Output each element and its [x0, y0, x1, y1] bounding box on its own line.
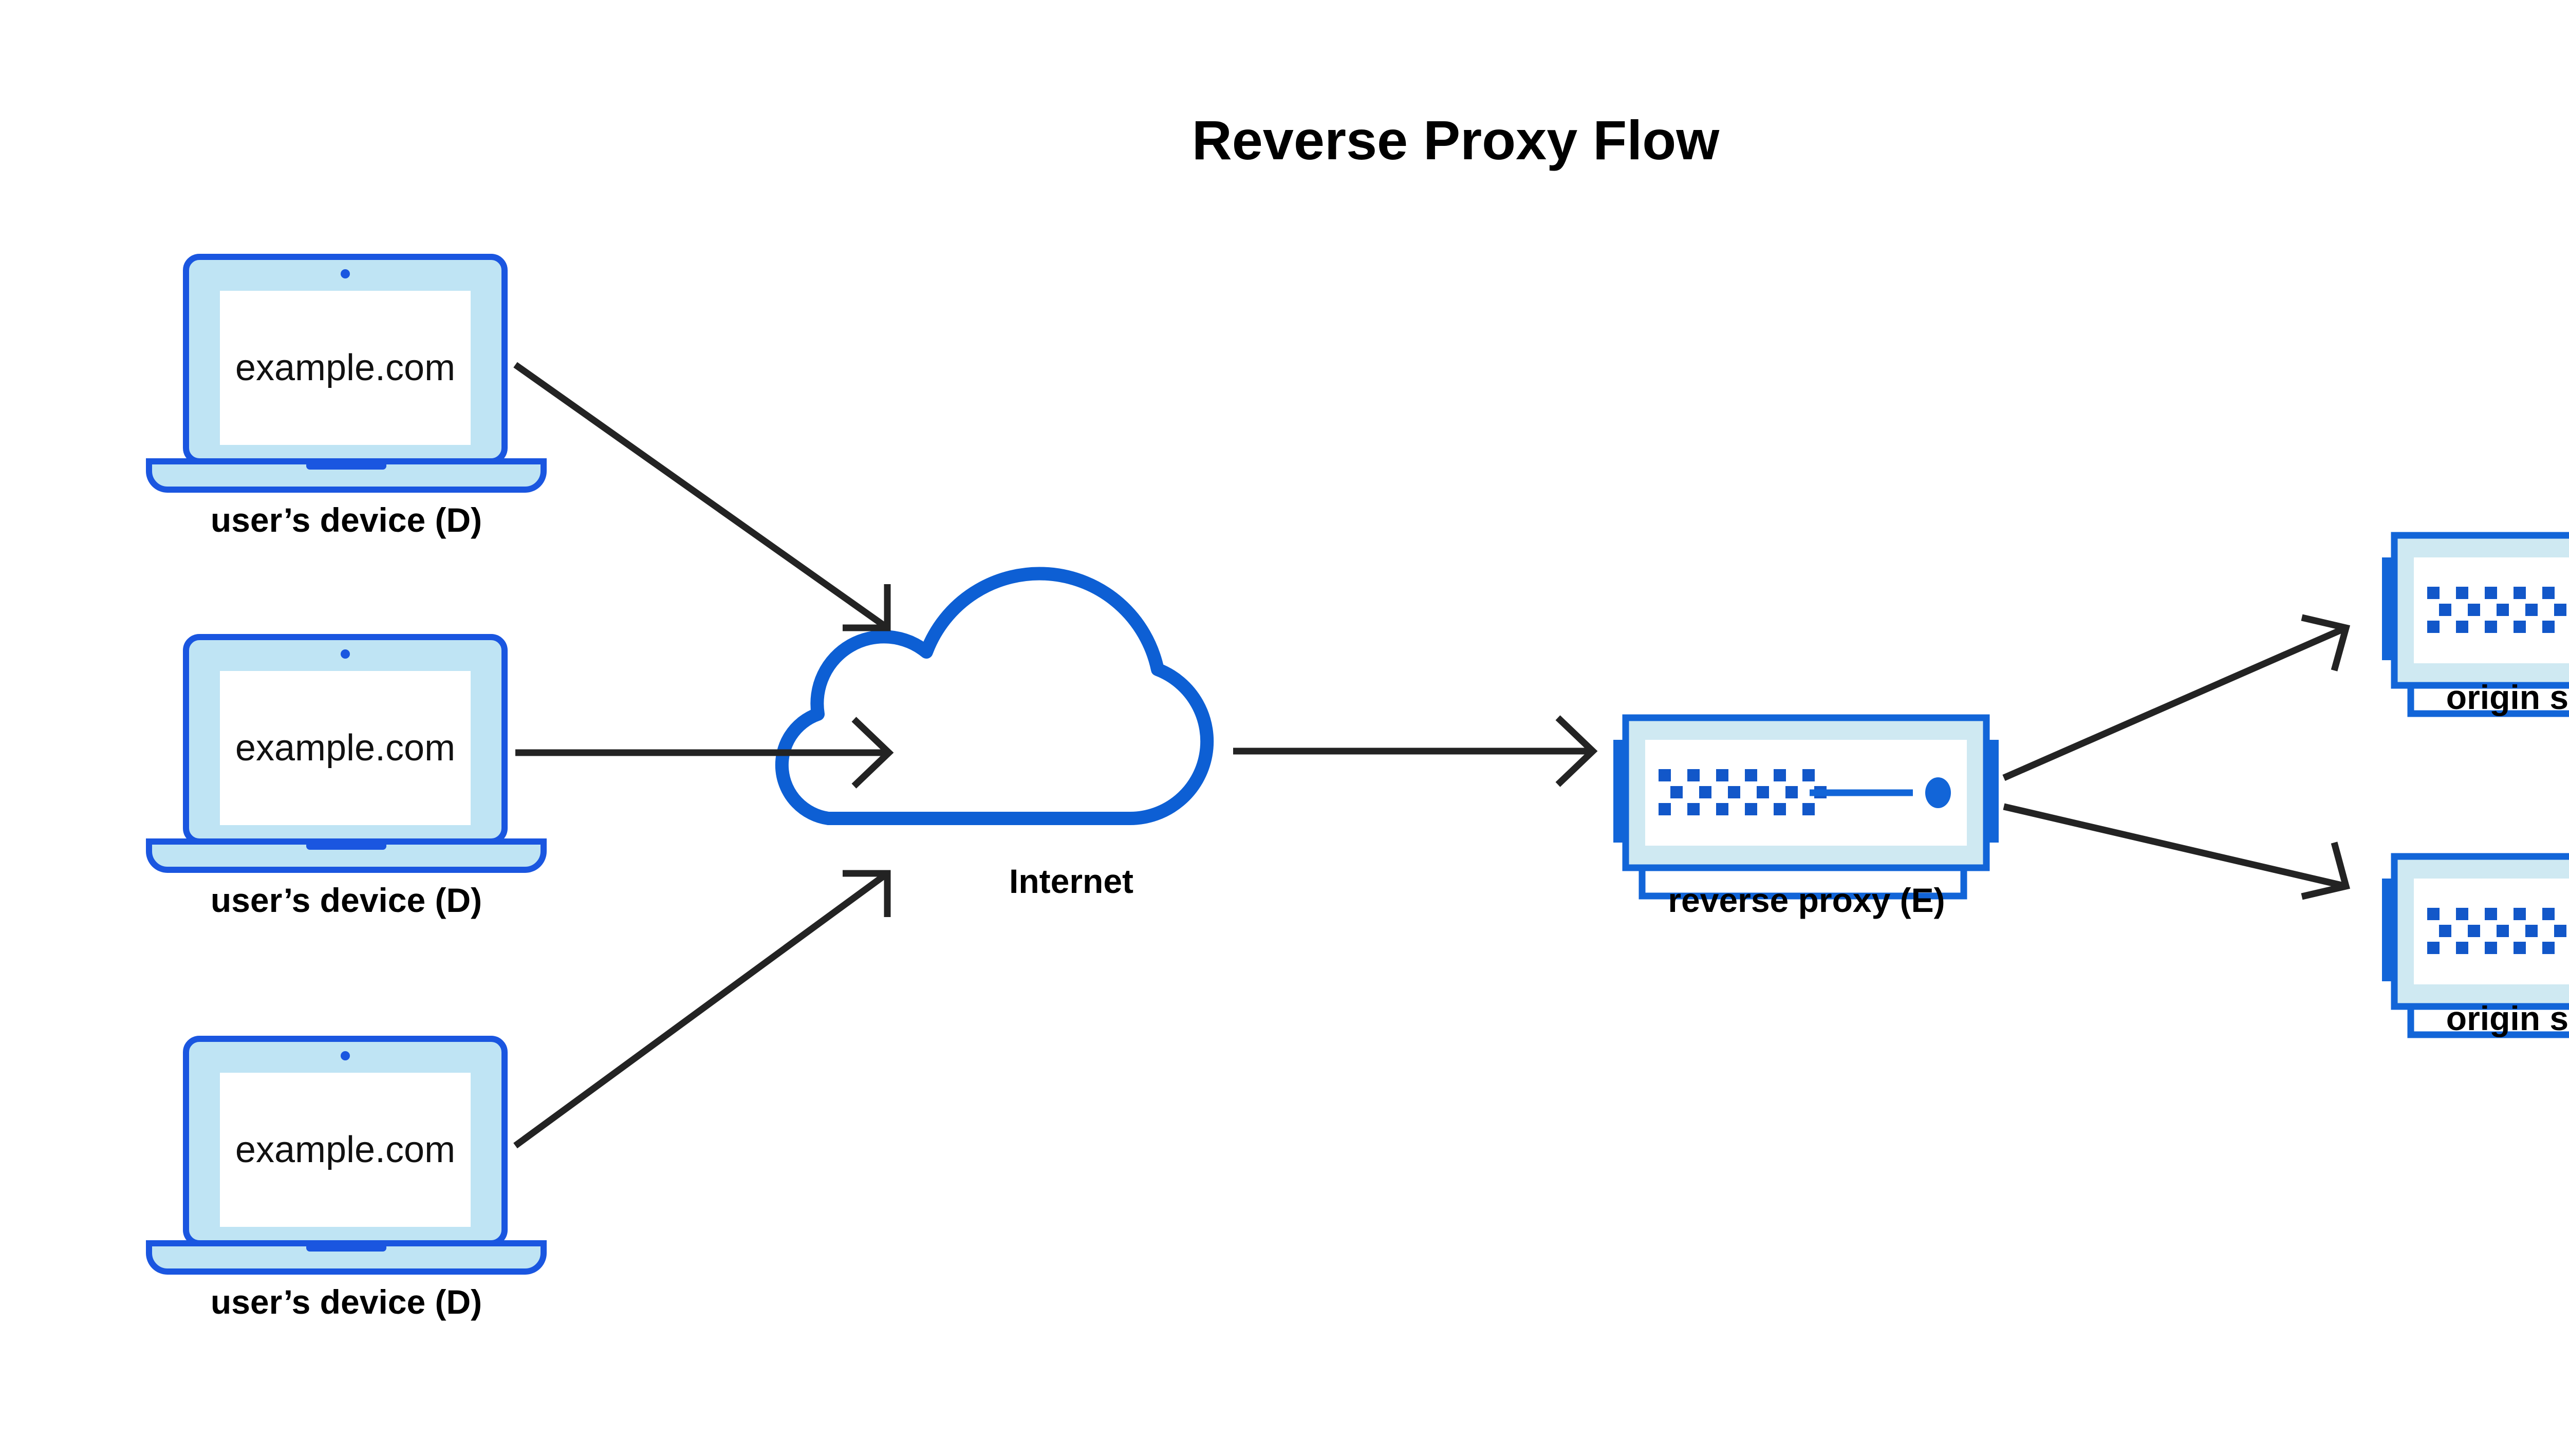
webcam-dot-icon	[341, 269, 350, 278]
server-vent-grid	[1659, 769, 1827, 815]
client-device-middle-label: user’s device (D)	[211, 881, 482, 919]
client-device-top-label: user’s device (D)	[211, 501, 482, 539]
laptop-base	[146, 1240, 547, 1275]
server-base-shadow	[1639, 864, 1967, 900]
laptop-trackpad-notch	[306, 1243, 386, 1252]
laptop-trackpad-notch	[306, 842, 386, 850]
webcam-dot-icon	[341, 649, 350, 659]
edge-client-bottom-to-internet	[513, 870, 891, 1149]
client-device-top[interactable]: example.com user’s device (D)	[146, 254, 547, 539]
reverse-proxy[interactable]: reverse proxy (E)	[1613, 714, 1999, 919]
origin-server-top-label: origin server (F)	[2446, 678, 2569, 716]
origin-server-bottom-label: origin server (F)	[2446, 999, 2569, 1037]
server-base-shadow	[2407, 1002, 2569, 1038]
client-device-middle[interactable]: example.com user’s device (D)	[146, 634, 547, 919]
cloud-icon	[775, 567, 1214, 825]
laptop-base	[146, 838, 547, 873]
client-device-bottom[interactable]: example.com user’s device (D)	[146, 1036, 547, 1321]
laptop-screen	[220, 291, 471, 445]
server-faceplate	[2414, 557, 2569, 663]
edge-client-middle-to-internet	[515, 717, 894, 789]
laptop-base	[146, 458, 547, 493]
page-title: Reverse Proxy Flow	[1192, 109, 1720, 171]
client-device-bottom-label: user’s device (D)	[211, 1283, 482, 1321]
server-base-shadow	[2407, 681, 2569, 717]
server-vent-grid	[2427, 908, 2566, 954]
edge-client-top-to-internet	[513, 362, 891, 631]
server-faceplate	[2414, 879, 2569, 984]
laptop-screen-text: example.com	[235, 1129, 455, 1170]
server-status-led	[1925, 777, 1951, 808]
laptop-screen	[220, 671, 471, 825]
server-faceplate	[1645, 740, 1967, 846]
internet-cloud[interactable]: Internet	[775, 567, 1214, 900]
laptop-screen	[220, 1073, 471, 1227]
internet-cloud-label: Internet	[1009, 862, 1133, 900]
webcam-dot-icon	[341, 1051, 350, 1060]
origin-server-top[interactable]: origin server (F)	[2382, 532, 2569, 717]
laptop-screen-text: example.com	[235, 347, 455, 388]
edge-internet-to-proxy	[1233, 715, 1598, 787]
reverse-proxy-label: reverse proxy (E)	[1668, 881, 1945, 919]
laptop-trackpad-notch	[306, 461, 386, 470]
server-vent-grid	[2427, 587, 2566, 633]
edge-proxy-to-origin-bottom	[2003, 803, 2351, 900]
origin-server-bottom[interactable]: origin server (F)	[2382, 853, 2569, 1038]
laptop-screen-text: example.com	[235, 727, 455, 769]
edge-proxy-to-origin-top	[2002, 614, 2351, 781]
